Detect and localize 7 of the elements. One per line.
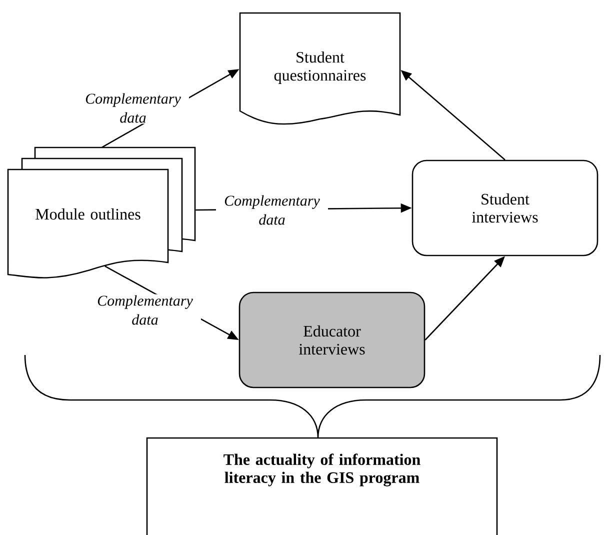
process-box: Educator interviews: [238, 292, 426, 388]
edge-label: Complementary data: [77, 92, 189, 124]
result-box: The actuality of information literacy in the GIS program: [146, 437, 498, 535]
process-box: Student interviews: [412, 160, 598, 256]
edge-label: Complementary data: [89, 294, 201, 326]
edge-label: Complementary data: [216, 194, 328, 226]
stacked-documents: Module outlines: [7, 146, 196, 278]
